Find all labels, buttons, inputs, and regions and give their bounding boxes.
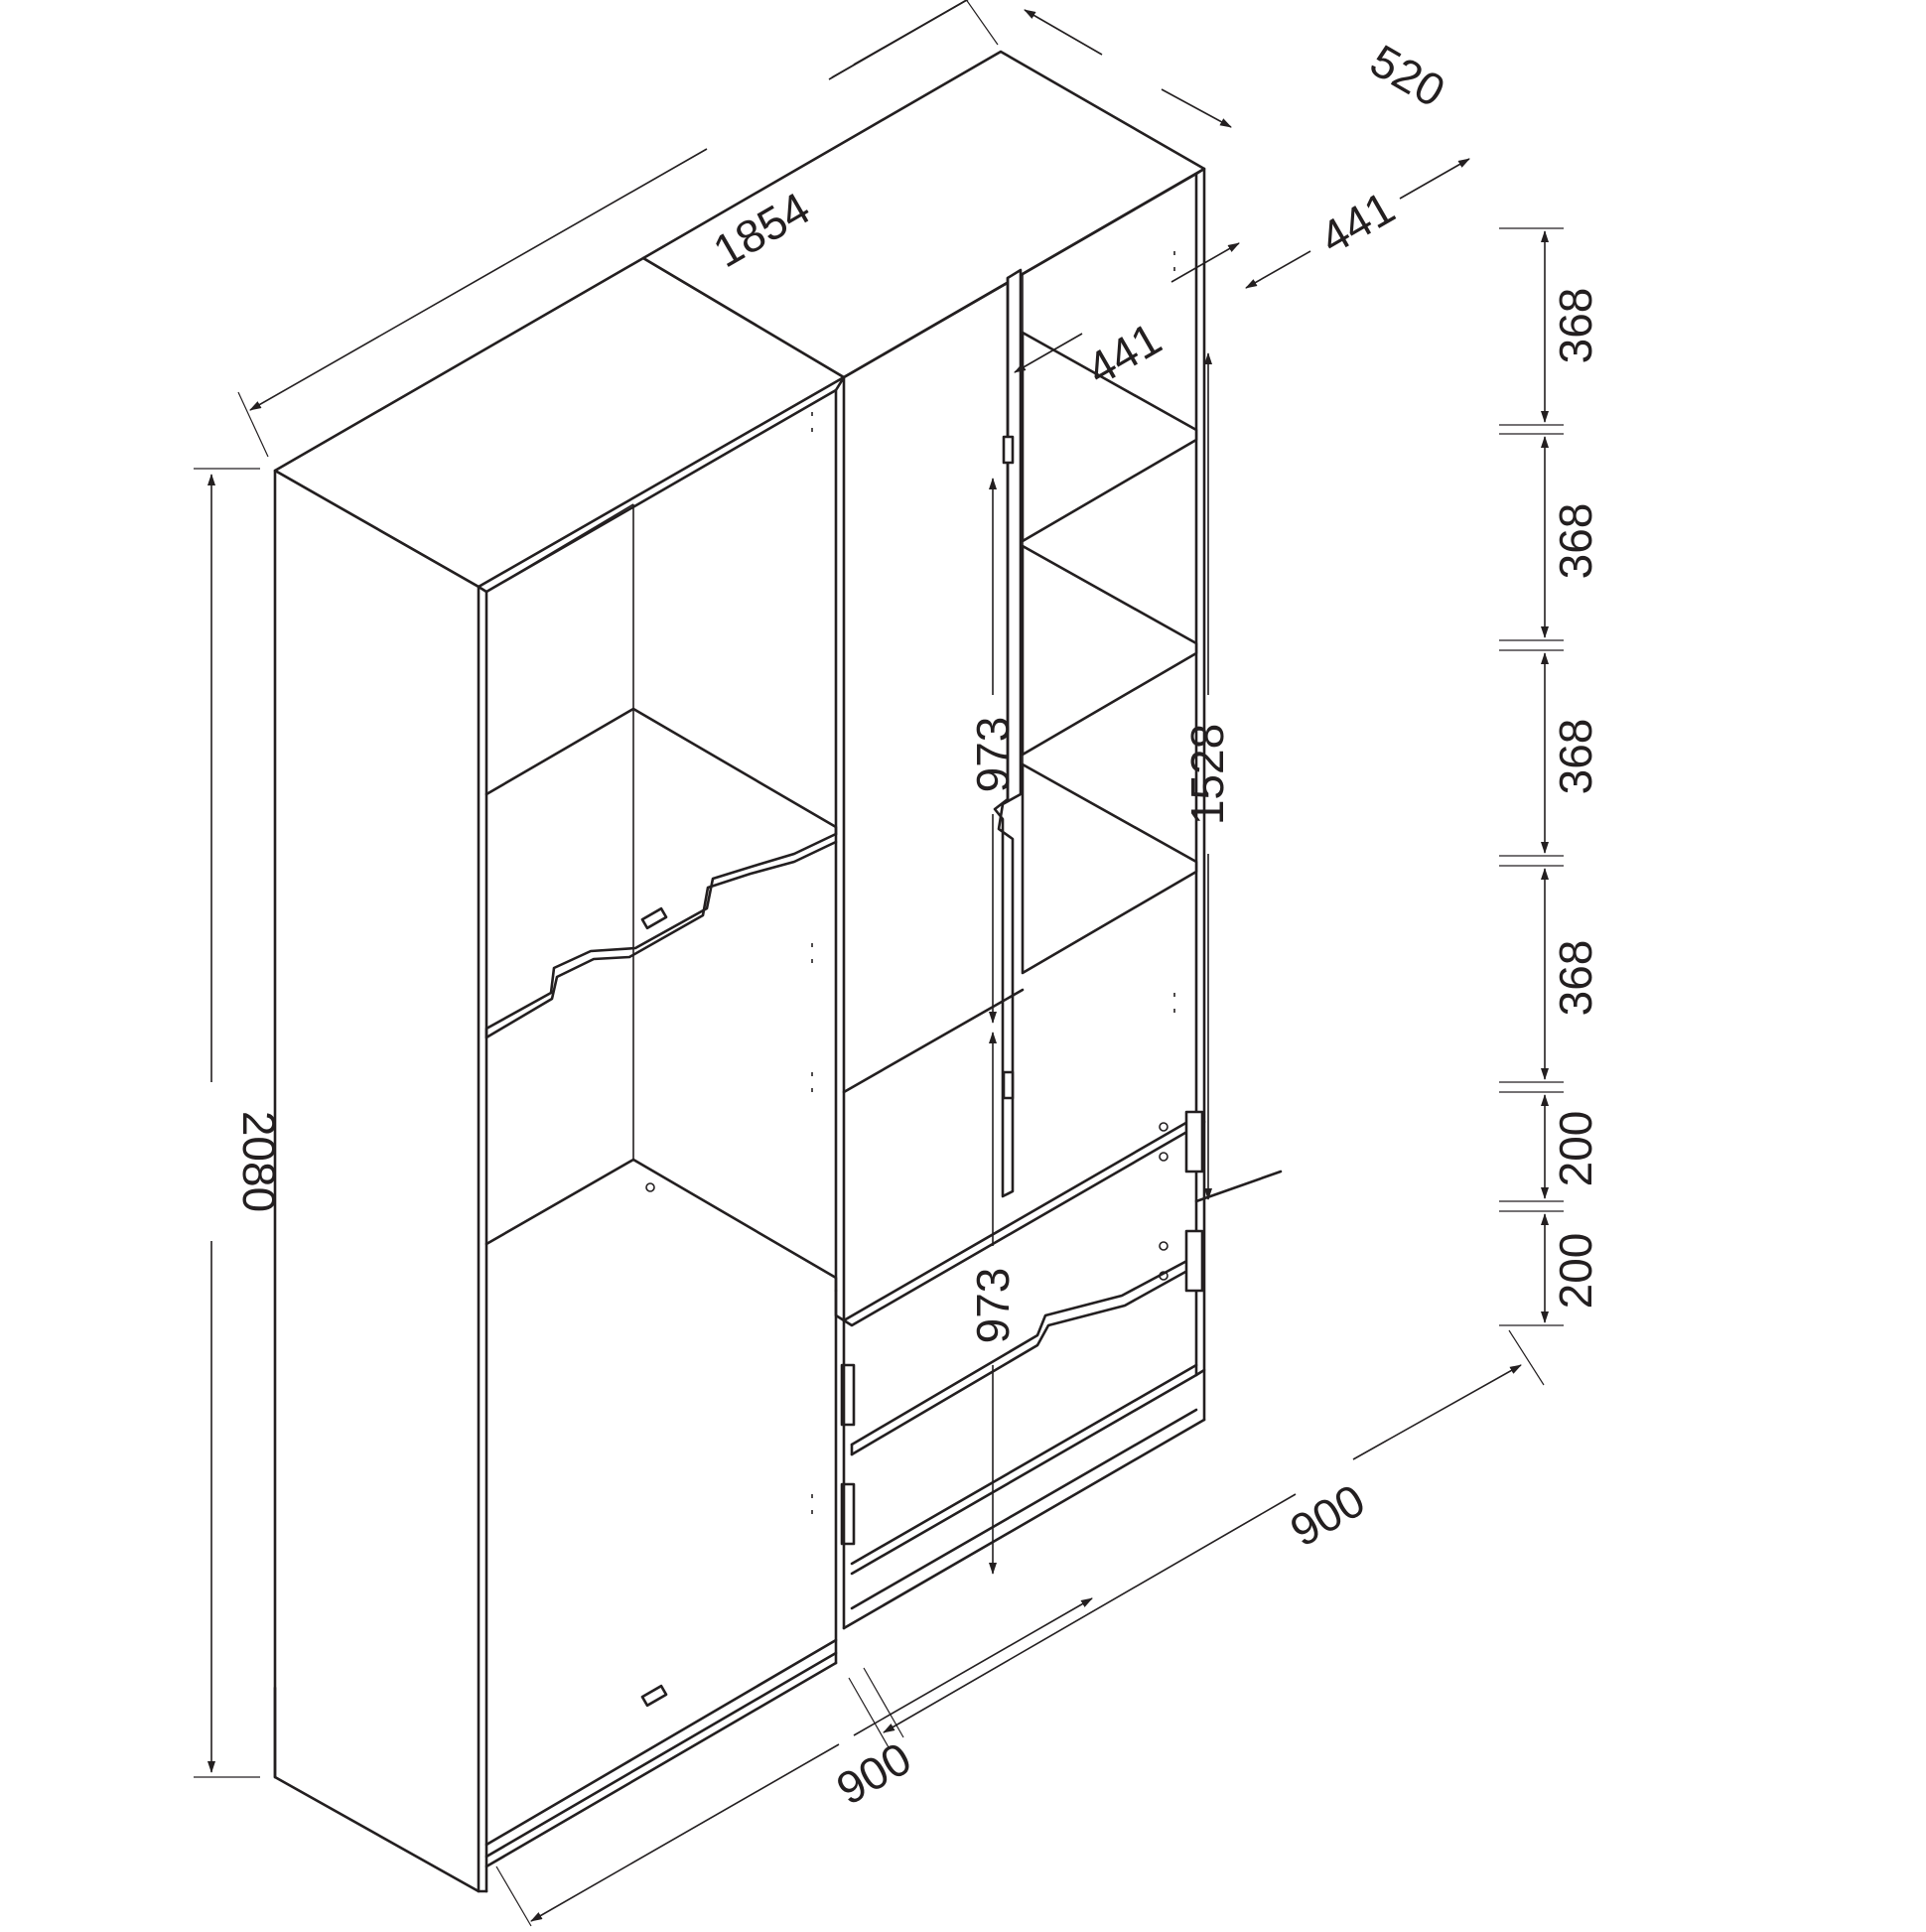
dim-upper-compartment: 973 xyxy=(967,717,1019,793)
left-floor-back xyxy=(484,1158,838,1293)
dimension-labels: 1854 520 2080 900 900 441 441 1528 973 9… xyxy=(233,34,1601,1814)
dim-door-height: 1528 xyxy=(1181,724,1233,825)
dimension-lines xyxy=(194,0,1564,1927)
dim-drawer-2: 200 xyxy=(1550,1233,1601,1310)
floor-handle-icon xyxy=(640,1684,668,1708)
left-middle-shelf-front-wave xyxy=(484,832,838,1039)
dim-door-width-right: 441 xyxy=(1311,181,1403,263)
shelf-handle-icon xyxy=(640,906,668,930)
left-cabinet-side-panel xyxy=(273,469,481,1893)
drawer-1-side-runner xyxy=(1184,1110,1204,1173)
door-handle-top-icon xyxy=(1002,435,1015,465)
drawer-section-top xyxy=(842,1115,1206,1327)
left-cabinet-right-panel xyxy=(834,375,846,1322)
right-shelf-1 xyxy=(1021,331,1198,543)
dim-shelf-2: 368 xyxy=(1550,503,1601,580)
right-shelf-2 xyxy=(1021,544,1198,757)
dim-shelf-1: 368 xyxy=(1550,288,1601,364)
left-middle-shelf-back xyxy=(484,707,838,836)
dim-left-unit-width: 900 xyxy=(828,1731,919,1814)
door-handle-bottom-icon xyxy=(1002,1070,1015,1100)
drawer-2-side-runner xyxy=(1184,1229,1204,1293)
dim-shelf-3: 368 xyxy=(1550,719,1601,795)
right-shelf-3 xyxy=(1021,762,1198,975)
right-cabinet xyxy=(641,50,1283,1630)
dim-right-unit-width: 900 xyxy=(1282,1473,1373,1556)
dim-height: 2080 xyxy=(233,1111,285,1212)
dim-lower-compartment: 973 xyxy=(967,1268,1019,1344)
hole-icon xyxy=(645,1182,655,1192)
right-dimension-stack xyxy=(1499,227,1564,1326)
dim-drawer-1: 200 xyxy=(1550,1111,1601,1187)
dim-depth: 520 xyxy=(1362,34,1453,116)
drawer-2-front xyxy=(850,1363,1198,1566)
dim-shelf-4: 368 xyxy=(1550,940,1601,1017)
left-cabinet xyxy=(273,256,846,1893)
drawer-1-front-wave xyxy=(850,1254,1198,1447)
